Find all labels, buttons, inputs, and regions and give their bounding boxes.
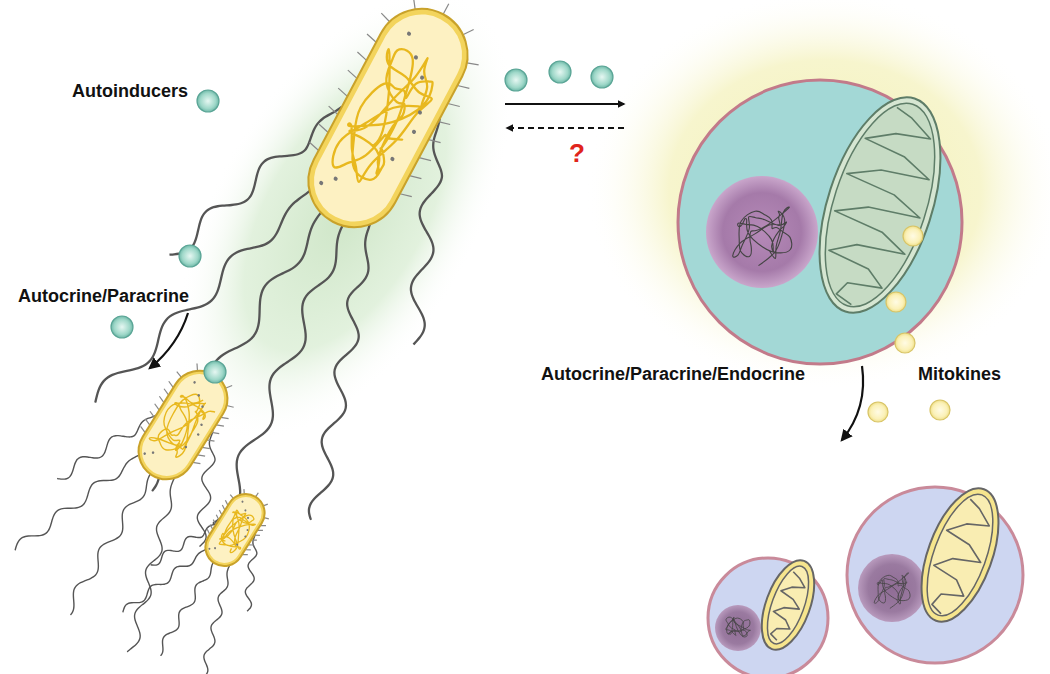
ribosome (197, 394, 200, 397)
autoinducer-molecule (197, 90, 219, 112)
cristae (919, 495, 1000, 620)
nucleus (715, 605, 761, 651)
mode-label: Autocrine/Paracrine (18, 286, 189, 308)
cytoplasm (202, 491, 267, 569)
ribosome (244, 535, 247, 538)
autoinducer-molecule (549, 61, 571, 83)
cell-wall (128, 360, 238, 490)
mitokine-molecule (868, 402, 888, 422)
nucleoid-dna (327, 40, 448, 194)
pilus (443, 4, 449, 15)
nucleoid-dna (148, 385, 218, 462)
pilus (467, 60, 479, 69)
mitochondrion (751, 553, 824, 656)
autoinducer-molecule (179, 245, 201, 267)
ribosome (143, 452, 146, 455)
mitokine-molecule (930, 400, 950, 420)
autoinducer-molecule (591, 66, 613, 88)
signal-label: Autoinducers (72, 81, 188, 103)
ribosome (214, 547, 217, 550)
nucleoid-dna (214, 506, 258, 555)
ribosome (413, 55, 419, 61)
chromatin (726, 617, 751, 637)
flagellum (191, 206, 386, 528)
ribosome (236, 543, 239, 546)
bacterium (112, 465, 304, 674)
autoinducer-molecule (204, 361, 226, 383)
inner-space (803, 90, 956, 320)
mitokine-molecule (895, 333, 915, 353)
mitochondrion (796, 82, 964, 327)
mitokine-molecule (886, 292, 906, 312)
chromatin (874, 573, 910, 609)
ribosome (247, 517, 250, 520)
curved-arrow (150, 313, 188, 368)
nucleus (706, 176, 818, 288)
chromatin (733, 207, 792, 266)
cell-halo (585, 0, 1050, 390)
ribosome (246, 529, 249, 532)
ribosome (241, 500, 244, 503)
bacterium (0, 327, 286, 655)
flagellum (233, 217, 450, 520)
flagellum (14, 422, 143, 580)
ribosome (318, 180, 324, 186)
bacterial-halo (107, 0, 582, 497)
flagellum (155, 553, 223, 655)
cristae (809, 99, 950, 316)
hypothetical-arrow (507, 127, 624, 129)
ribosome (151, 451, 154, 454)
mode-label: Autocrine/Paracrine/Endocrine (541, 364, 805, 386)
ribosome (193, 381, 196, 384)
cell-wall (292, 0, 484, 243)
autoinducer-molecule (111, 316, 133, 338)
inner-space (759, 561, 817, 649)
curved-arrow (842, 366, 863, 440)
outer-membrane (796, 82, 964, 327)
ribosome (406, 31, 412, 37)
ribosome (200, 423, 203, 426)
cytoplasm (300, 0, 477, 236)
nucleus (858, 554, 926, 622)
question-mark: ? (569, 138, 585, 169)
flagellum (122, 527, 208, 632)
ribosome (244, 509, 247, 512)
ribosome (411, 129, 417, 135)
cristae (765, 570, 811, 644)
ribosome (208, 547, 211, 550)
cell-wall (198, 487, 272, 573)
mitokine-molecule (903, 226, 923, 246)
ribosome (390, 156, 396, 162)
ribosome (419, 75, 425, 81)
flagellum (169, 562, 264, 674)
outer-membrane (906, 478, 1014, 631)
outer-membrane (751, 553, 824, 656)
ribosome (184, 445, 187, 448)
flagellum (82, 474, 224, 654)
ribosome (333, 176, 339, 182)
ribosome (417, 110, 423, 116)
signal-arrow (505, 103, 624, 105)
ribosome (201, 405, 204, 408)
autoinducer-molecule (505, 69, 527, 91)
signal-label: Mitokines (918, 364, 1001, 386)
cell-membrane (678, 80, 962, 364)
inner-space (914, 486, 1007, 624)
bacterium (68, 0, 565, 568)
ribosome (196, 433, 199, 436)
mitochondrion (906, 478, 1014, 631)
